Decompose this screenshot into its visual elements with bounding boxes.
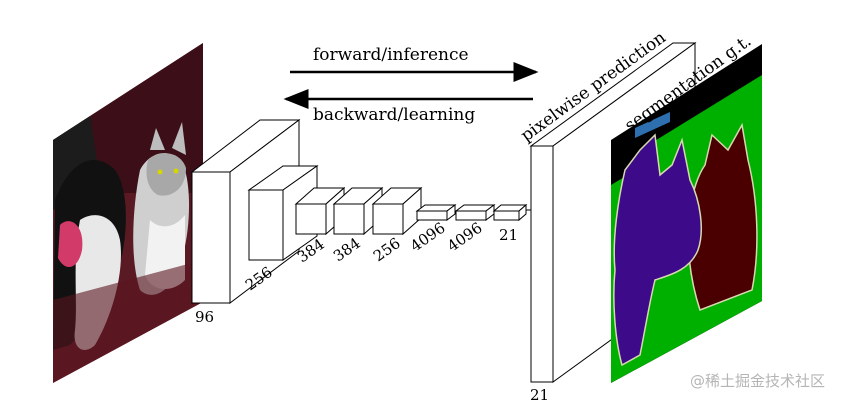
backward-learning-label: backward/learning xyxy=(313,105,475,125)
input-photo xyxy=(53,43,203,383)
layer-box-fc7 xyxy=(454,204,496,221)
conv4-label: 384 xyxy=(330,234,364,265)
layer-box-score xyxy=(492,203,528,222)
conv1-label: 96 xyxy=(195,308,214,326)
watermark: @稀土掘金技术社区 xyxy=(690,372,825,390)
forward-inference-label: forward/inference xyxy=(313,45,469,65)
layer-box-fc6 xyxy=(415,204,457,221)
layer-box-conv4 xyxy=(332,186,384,236)
network-boxes xyxy=(190,118,531,305)
layer-box-conv5 xyxy=(371,186,423,236)
fc7-label: 4096 xyxy=(444,219,486,256)
prediction-channels-label: 21 xyxy=(530,386,549,404)
score-label: 21 xyxy=(499,226,518,244)
conv5-label: 256 xyxy=(370,234,404,265)
